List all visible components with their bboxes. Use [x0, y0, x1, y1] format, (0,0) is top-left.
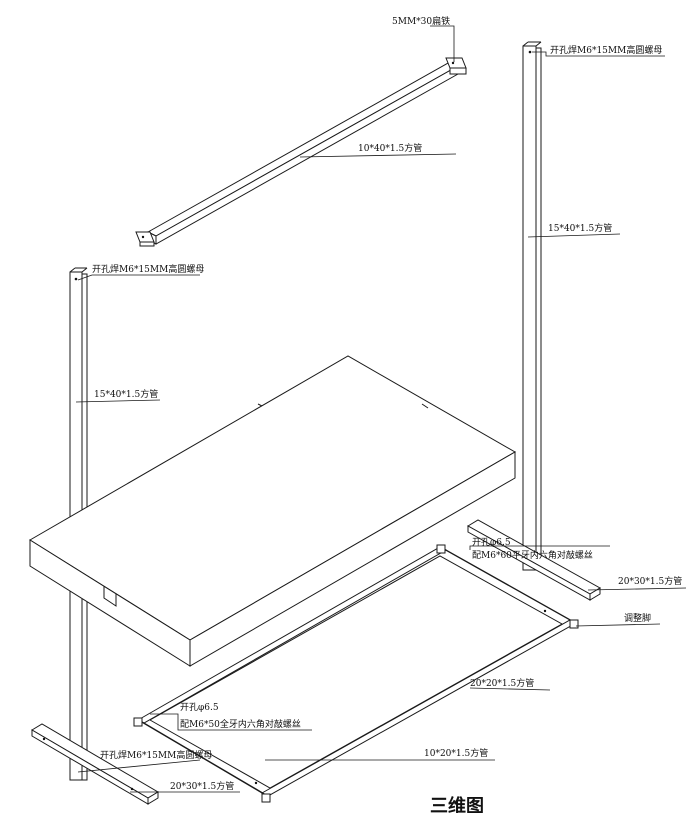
- leader-lines: [75, 25, 687, 793]
- label-frame-tube: 20*20*1.5方管: [470, 677, 534, 689]
- left-foot-tube: [31, 723, 159, 805]
- label-post-left: 15*40*1.5方管: [94, 388, 158, 400]
- label-adjust-foot: 调整脚: [624, 612, 651, 624]
- label-frame-side: 10*20*1.5方管: [424, 747, 488, 759]
- label-nut-left-top: 开孔焊M6*15MM高圆螺母: [92, 263, 204, 275]
- label-hole-left: 开孔φ6.5: [180, 702, 219, 713]
- base-frame: [133, 544, 579, 803]
- label-nut-left-bottom: 开孔焊M6*15MM高圆螺母: [100, 749, 212, 761]
- label-cross-tube: 10*40*1.5方管: [358, 142, 422, 154]
- drawing-title: 三维图: [430, 795, 484, 813]
- right-upright-post: [522, 41, 542, 571]
- label-nut-right: 开孔焊M6*15MM高圆螺母: [550, 44, 662, 56]
- label-screw-left: 配M6*50全牙内六角对敲螺丝: [180, 718, 301, 730]
- label-hole-right: 开孔φ6.5: [472, 537, 511, 548]
- right-foot-tube: [467, 519, 601, 601]
- shelf-board: [29, 355, 517, 667]
- label-post-right: 15*40*1.5方管: [548, 222, 612, 234]
- label-foot-left: 20*30*1.5方管: [170, 780, 234, 792]
- label-flat-iron: 5MM*30扁铁: [392, 15, 450, 27]
- top-cross-bar: [135, 57, 467, 247]
- label-screw-right: 配M6*60平牙内六角对敲螺丝: [472, 549, 593, 561]
- label-foot-right: 20*30*1.5方管: [618, 575, 682, 587]
